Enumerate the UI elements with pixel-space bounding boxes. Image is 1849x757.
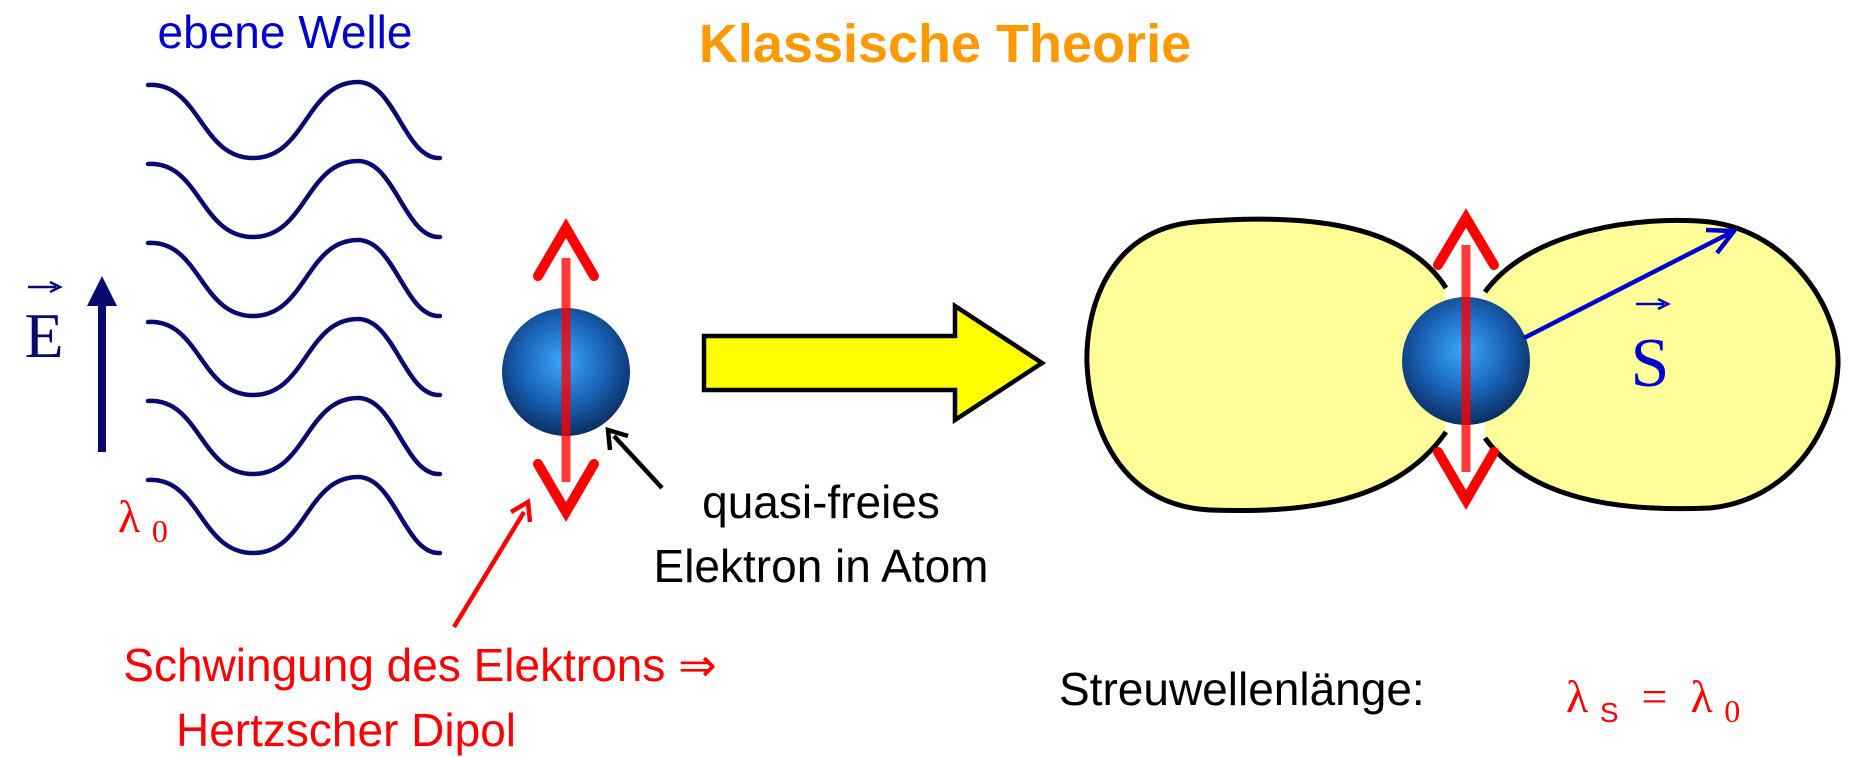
radiation-lobe-right xyxy=(1482,217,1841,512)
electron-pointer-arrow xyxy=(605,426,664,490)
e-field-symbol: E xyxy=(24,300,63,371)
wave-label: ebene Welle xyxy=(158,6,413,58)
transition-arrow xyxy=(701,301,1047,425)
radiation-lobe-left xyxy=(1084,216,1449,514)
poynting-symbol: S xyxy=(1631,325,1670,402)
wave-line xyxy=(145,79,443,161)
eq-rhs-lambda: λ xyxy=(1690,671,1713,722)
scatter-wavelength-label: Streuwellenlänge: xyxy=(1059,663,1425,715)
scatter-wavelength-equation: λ S = λ 0 xyxy=(1566,671,1740,732)
oscillation-label-line2: Hertzscher Dipol xyxy=(176,704,516,756)
e-vector-arrow-icon xyxy=(28,280,63,294)
oscillation-label-line1: Schwingung des Elektrons ⇒ xyxy=(123,639,716,691)
e-field-arrow xyxy=(87,276,117,452)
dipole-arrow-left xyxy=(533,218,599,522)
radiation-pattern xyxy=(1084,216,1841,514)
wave-line xyxy=(145,316,443,398)
s-vector-arrow-icon xyxy=(1636,297,1671,311)
poynting-vector-arrow xyxy=(1522,227,1739,341)
dipole-pointer-arrow xyxy=(452,498,533,629)
wave-line xyxy=(145,237,443,319)
eq-lhs-lambda: λ xyxy=(1566,671,1589,722)
wave-line xyxy=(145,158,443,240)
eq-rhs-subscript: 0 xyxy=(1724,693,1740,729)
eq-lhs-subscript: S xyxy=(1600,697,1619,728)
electron-label-line1: quasi-freies xyxy=(702,476,940,528)
dipole-arrow-right xyxy=(1433,208,1499,510)
eq-operator: = xyxy=(1630,671,1679,722)
title: Klassische Theorie xyxy=(699,14,1191,74)
lambda0-symbol: λ xyxy=(118,491,141,542)
lambda0-label: λ 0 xyxy=(118,491,168,549)
electron-label-line2: Elektron in Atom xyxy=(654,540,989,592)
lambda0-subscript: 0 xyxy=(152,513,168,549)
plane-wave xyxy=(145,79,443,556)
wave-line xyxy=(145,474,443,556)
wave-line xyxy=(145,395,443,477)
